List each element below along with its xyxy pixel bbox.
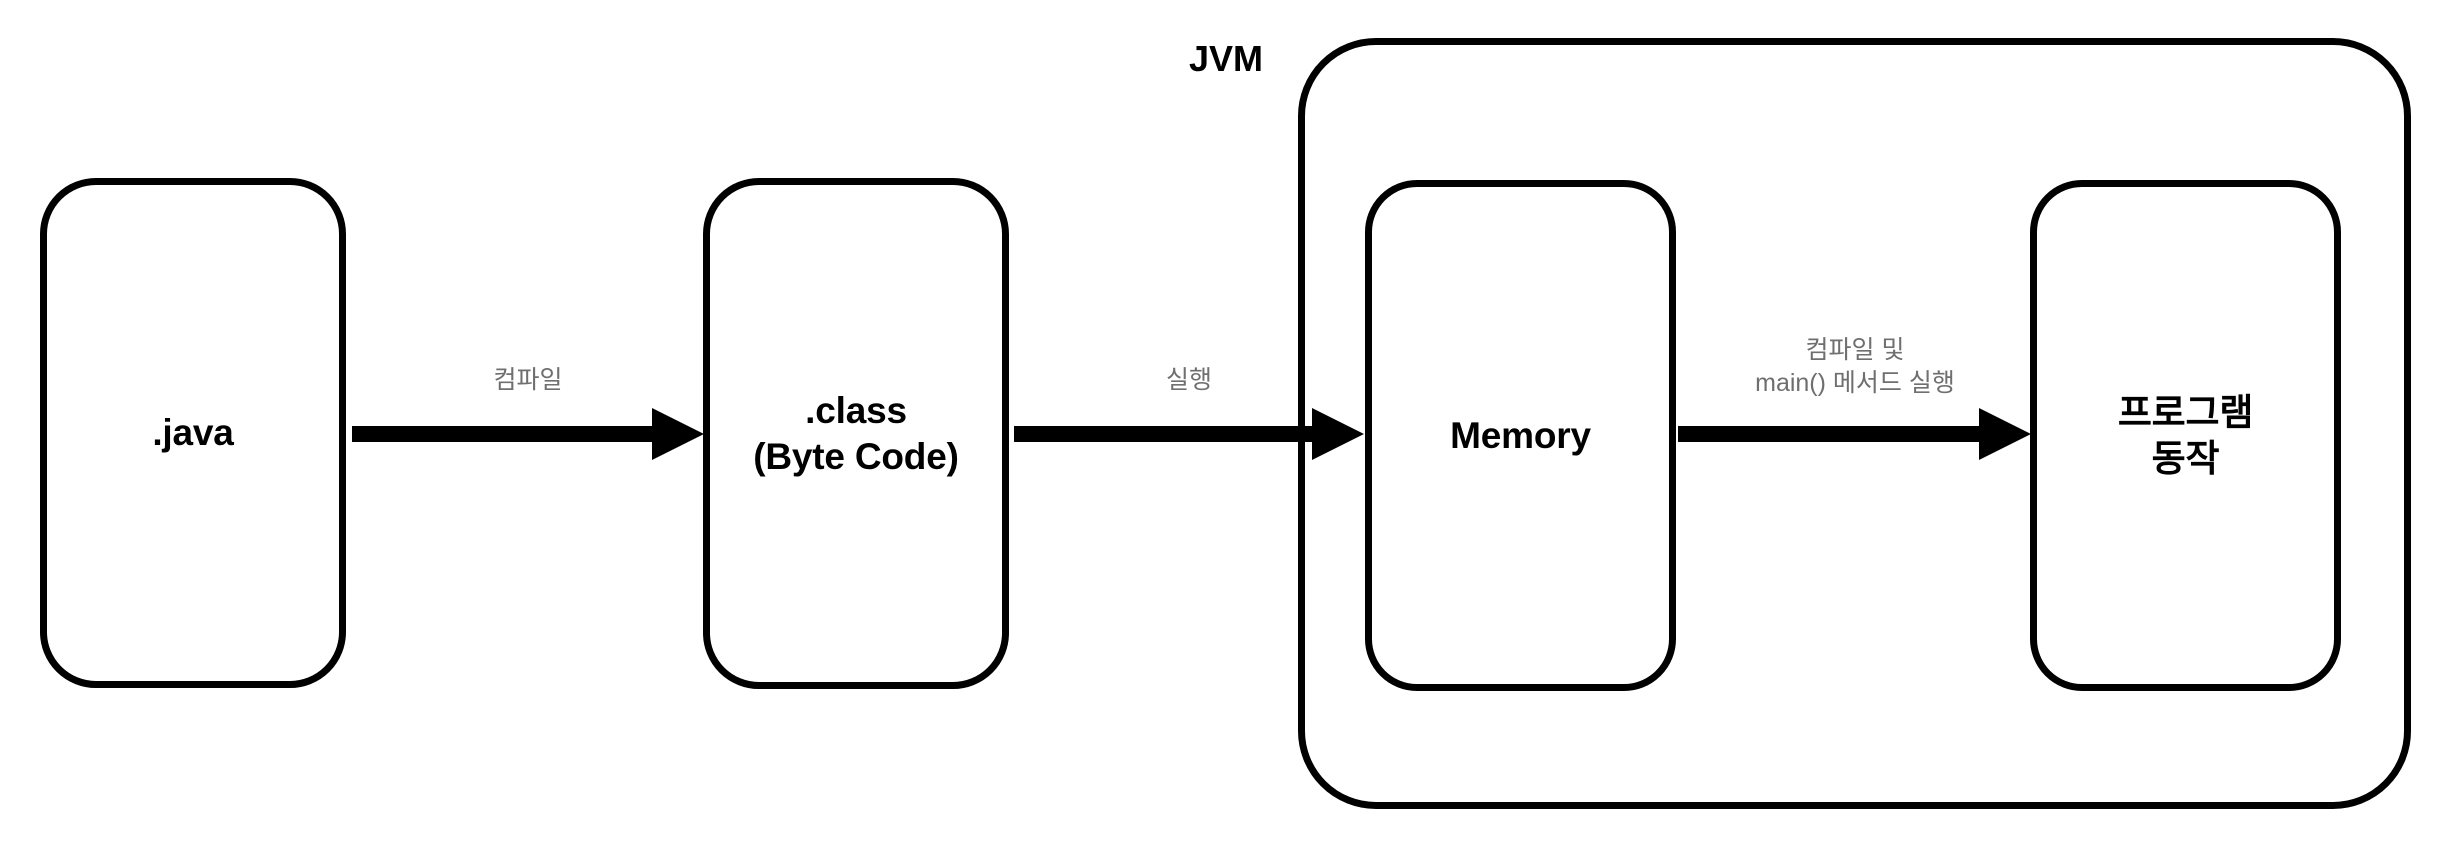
arrow-compile-shape — [352, 408, 704, 460]
node-class[interactable]: .class (Byte Code) — [703, 178, 1009, 689]
node-program-label: 프로그램 동작 — [2117, 392, 2254, 479]
edge-label-main-exec: 컴파일 및 main() 메서드 실행 — [1755, 336, 1955, 397]
node-java-label: .java — [152, 412, 234, 454]
node-memory-label: Memory — [1450, 414, 1591, 456]
edge-label-run: 실행 — [1165, 366, 1212, 394]
edge-label-compile: 컴파일 — [493, 366, 563, 394]
node-program[interactable]: 프로그램 동작 — [2030, 180, 2341, 691]
node-class-label: .class (Byte Code) — [753, 390, 959, 477]
arrow-compile — [352, 404, 704, 464]
node-jvm-label: JVM — [1188, 38, 1264, 79]
node-java[interactable]: .java — [40, 178, 346, 688]
node-memory[interactable]: Memory — [1365, 180, 1676, 691]
